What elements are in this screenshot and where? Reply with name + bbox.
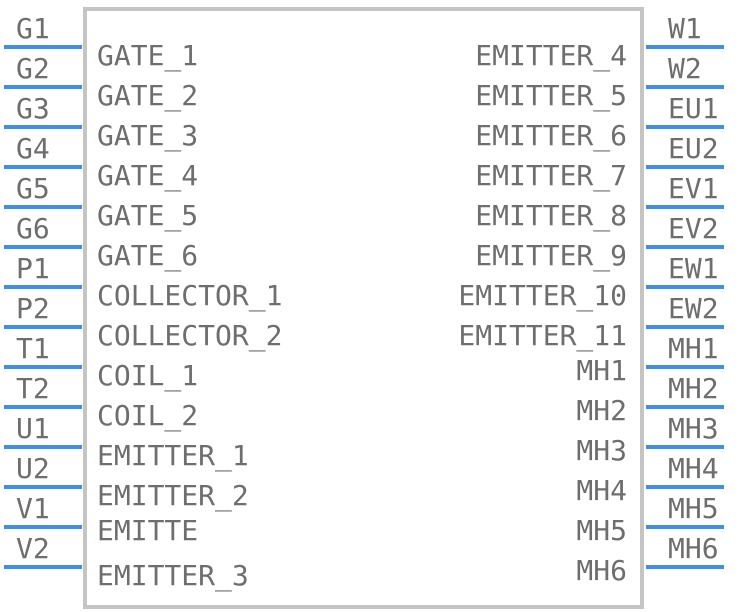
pin-name-u2: EMITTER_2 <box>97 479 249 513</box>
pin-name-v1: EMITTE <box>97 514 198 547</box>
pin-number-mh3: MH3 <box>668 412 719 445</box>
pin-number-g5: G5 <box>16 172 50 205</box>
pin-name-ev1: EMITTER_8 <box>475 199 627 233</box>
pin-number-w2: W2 <box>668 52 702 85</box>
pin-name-mh4: MH4 <box>576 474 627 507</box>
pin-name-ew2: EMITTER_11 <box>458 319 627 353</box>
pin-name-u1: EMITTER_1 <box>97 439 249 473</box>
pin-name-eu2: EMITTER_7 <box>475 159 627 193</box>
pin-name-mh1: MH1 <box>576 354 627 387</box>
pin-name-ew1: EMITTER_10 <box>458 279 627 313</box>
pin-name-mh3: MH3 <box>576 434 627 467</box>
pin-number-t1: T1 <box>16 332 50 365</box>
pin-number-ew2: EW2 <box>668 292 719 325</box>
pin-number-eu1: EU1 <box>668 92 719 125</box>
pin-name-t1: COIL_1 <box>97 359 198 393</box>
pin-name-g1: GATE_1 <box>97 39 198 73</box>
pin-name-p2: COLLECTOR_2 <box>97 319 282 353</box>
pin-name-v2: EMITTER_3 <box>97 559 249 593</box>
pin-number-g1: G1 <box>16 12 50 45</box>
pin-number-g4: G4 <box>16 132 50 165</box>
pin-number-g6: G6 <box>16 212 50 245</box>
pin-number-u1: U1 <box>16 412 50 445</box>
pin-name-t2: COIL_2 <box>97 399 198 433</box>
component-body <box>83 7 644 609</box>
pin-name-mh2: MH2 <box>576 394 627 427</box>
pin-number-p1: P1 <box>16 252 50 285</box>
pin-number-g2: G2 <box>16 52 50 85</box>
pin-name-ev2: EMITTER_9 <box>475 239 627 273</box>
pin-name-w2: EMITTER_5 <box>475 79 627 113</box>
pin-name-g2: GATE_2 <box>97 79 198 113</box>
pin-number-mh6: MH6 <box>668 532 719 565</box>
pin-number-u2: U2 <box>16 452 50 485</box>
pin-name-g4: GATE_4 <box>97 159 198 193</box>
pin-number-w1: W1 <box>668 12 702 45</box>
pin-number-v1: V1 <box>16 492 50 525</box>
pin-name-eu1: EMITTER_6 <box>475 119 627 153</box>
pin-name-g3: GATE_3 <box>97 119 198 153</box>
pin-name-w1: EMITTER_4 <box>475 39 627 73</box>
pin-name-mh5: MH5 <box>576 514 627 547</box>
pin-number-v2: V2 <box>16 532 50 565</box>
pin-number-mh5: MH5 <box>668 492 719 525</box>
pin-number-g3: G3 <box>16 92 50 125</box>
pin-number-ew1: EW1 <box>668 252 719 285</box>
pin-number-p2: P2 <box>16 292 50 325</box>
pin-name-g5: GATE_5 <box>97 199 198 233</box>
pin-number-mh2: MH2 <box>668 372 719 405</box>
pin-number-eu2: EU2 <box>668 132 719 165</box>
pin-name-g6: GATE_6 <box>97 239 198 273</box>
pin-name-p1: COLLECTOR_1 <box>97 279 282 313</box>
pin-number-ev1: EV1 <box>668 172 719 205</box>
pin-number-t2: T2 <box>16 372 50 405</box>
pin-number-ev2: EV2 <box>668 212 719 245</box>
pin-number-mh4: MH4 <box>668 452 719 485</box>
pin-name-mh6: MH6 <box>576 554 627 587</box>
pin-number-mh1: MH1 <box>668 332 719 365</box>
